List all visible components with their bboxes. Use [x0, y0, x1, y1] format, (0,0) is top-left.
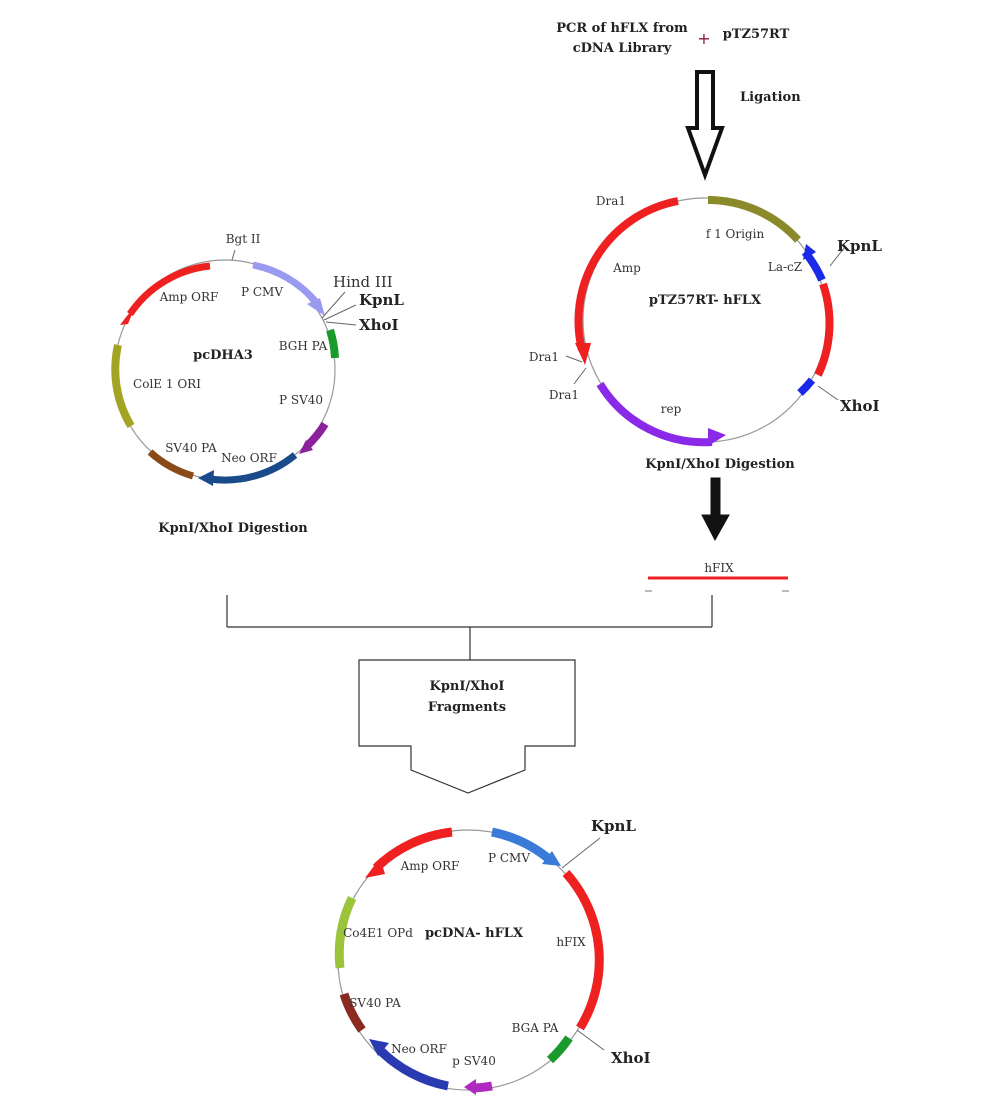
ligation-arrow: [685, 70, 725, 181]
pcdha3-hind-label: Hind III: [333, 273, 393, 291]
pcdna-amp-segment: [372, 827, 453, 872]
pcr-header: PCR of hFLX from cDNA Library + pTZ57RT: [556, 21, 789, 56]
xho-tick: [325, 321, 357, 326]
pcdha3-psv40-segment: [304, 421, 329, 449]
pcdna-sv40pa-segment: [339, 992, 366, 1033]
bgt-tick: [231, 249, 236, 261]
ptz-xho-tick: [817, 385, 839, 401]
pcdna-psv40-label: p SV40: [452, 1054, 496, 1068]
pcdha3-pcmv-label: P CMV: [241, 285, 283, 299]
pcdha3-amp-arrowhead: [120, 304, 136, 325]
hfix-fragment-label: hFIX: [704, 561, 734, 575]
ptz-dra-top-label: Dra1: [596, 194, 626, 208]
pcdna-pcmv-arrowhead: [542, 851, 561, 866]
pcdha3-neo-label: Neo ORF: [221, 451, 277, 465]
pcdha3-plasmid: Bgt II Amp ORF P CMV Hind III KpnL XhoI …: [111, 232, 404, 486]
pcdha3-amp-label: Amp ORF: [159, 290, 219, 304]
pcdha3-cole1-label: ColE 1 ORI: [133, 377, 201, 391]
pcdha3-sv40pa-label: SV40 PA: [165, 441, 217, 455]
pcdha3-amp-orf-segment: [127, 262, 211, 316]
ptz-plasmid: Dra1 f 1 Origin KpnL Amp La-cZ pTZ57RT- …: [529, 194, 882, 447]
fragments-box: [358, 659, 576, 794]
ptz-rep-arrowhead: [708, 428, 726, 446]
fragments-line1: KpnI/XhoI: [430, 679, 505, 694]
pcdna-neo-arrowhead: [369, 1039, 389, 1056]
pcdna-psv40-arrowhead: [464, 1079, 476, 1095]
ptz-dra-left2-label: Dra1: [549, 388, 579, 402]
pcdha3-neo-arrowhead: [198, 470, 214, 486]
pcdna-pcmv-segment: [491, 827, 552, 863]
pcdha3-bgh-label: BGH PA: [279, 339, 328, 353]
pcdha3-neo-segment: [209, 452, 298, 484]
ptz-dra-left-tick: [565, 355, 583, 363]
ptz-amp-label: Amp: [612, 261, 641, 275]
ptz-rep-label: rep: [661, 402, 682, 416]
ptz-kpn-tick: [829, 247, 845, 267]
ptz-lacz-label: La-cZ: [768, 260, 802, 274]
pcdna-co4e-label: Co4E1 OPd: [343, 926, 413, 940]
pcdna-hfix-segment: [562, 869, 604, 1031]
hind-tick: [321, 291, 346, 319]
pcdna-co4e-segment: [334, 896, 357, 969]
pcdna-amp-arrowhead: [365, 858, 385, 878]
ptz-hfix-segment: [814, 282, 834, 377]
hfix-fragment: hFIX: [645, 561, 789, 592]
pcdna-bga-segment: [546, 1035, 573, 1064]
pcdna-name: pcDNA- hFLX: [425, 926, 524, 941]
pcdha3-pcmv-arrowhead: [307, 298, 325, 316]
ptz-f1-label: f 1 Origin: [706, 227, 765, 241]
merge-bracket: [226, 595, 713, 660]
pcdna-hfix-label: hFIX: [556, 935, 586, 949]
ptz-blue-segment: [797, 377, 816, 396]
pcdna-xho-tick: [576, 1029, 605, 1051]
pcdha3-psv40-arrowhead: [299, 440, 313, 454]
fragments-line2: Fragments: [428, 700, 506, 715]
ptz-f1-segment: [707, 196, 801, 243]
ptz-lacz-arrowhead: [803, 244, 816, 260]
ptz-kpn-label: KpnL: [837, 237, 882, 255]
pcr-text-line1: PCR of hFLX from: [556, 21, 688, 36]
ptz-name: pTZ57RT- hFLX: [649, 293, 762, 308]
ligation-label: Ligation: [740, 90, 801, 105]
plus-sign: +: [697, 29, 710, 48]
pcdha3-pcmv-segment: [252, 261, 319, 305]
pcdna-xho-label: XhoI: [611, 1049, 651, 1067]
pcdna-amp-label: Amp ORF: [400, 859, 460, 873]
pcdha3-kpn-label: KpnL: [359, 291, 404, 309]
pcdha3-sv40pa-segment: [147, 449, 195, 480]
ptz-dra-left-label: Dra1: [529, 350, 559, 364]
ptz-digestion-label: KpnI/XhoI Digestion: [645, 457, 795, 472]
pcdna-kpn-label: KpnL: [591, 817, 636, 835]
ptz-rep-segment: [596, 381, 713, 447]
pcdna-kpn-tick: [561, 837, 601, 869]
pcdha3-bgt-label: Bgt II: [226, 232, 261, 246]
pcdna-pcmv-label: P CMV: [488, 851, 530, 865]
ptz-xho-label: XhoI: [840, 397, 880, 415]
pcdna-bga-label: BGA PA: [512, 1021, 559, 1035]
ptz-amp-segment: [574, 197, 679, 351]
pcdha3-cole1-segment: [111, 344, 135, 429]
pcdha3-xho-label: XhoI: [359, 316, 399, 334]
pcdna-sv40pa-label: SV40 PA: [349, 996, 401, 1010]
pcdna-psv40-segment: [473, 1081, 493, 1093]
pcdha3-psv40-label: P SV40: [279, 393, 323, 407]
pcr-text-line2: cDNA Library: [573, 41, 672, 56]
ptz-dra-left2-tick: [573, 367, 587, 385]
pcdna-neo-label: Neo ORF: [391, 1042, 447, 1056]
pcdna-plasmid: KpnL Amp ORF P CMV Co4E1 OPd pcDNA- hFLX…: [334, 817, 651, 1095]
pcdna-neo-segment: [376, 1046, 449, 1091]
kpn-tick: [323, 304, 357, 321]
pcdha3-digestion-label: KpnI/XhoI Digestion: [158, 521, 308, 536]
pcdha3-name: pcDHA3: [193, 348, 253, 363]
pcdha3-bgh-segment: [326, 328, 339, 359]
vector-name: pTZ57RT: [723, 27, 790, 42]
ptz-amp-arrowhead: [575, 343, 591, 365]
digestion-arrow: [701, 477, 730, 542]
